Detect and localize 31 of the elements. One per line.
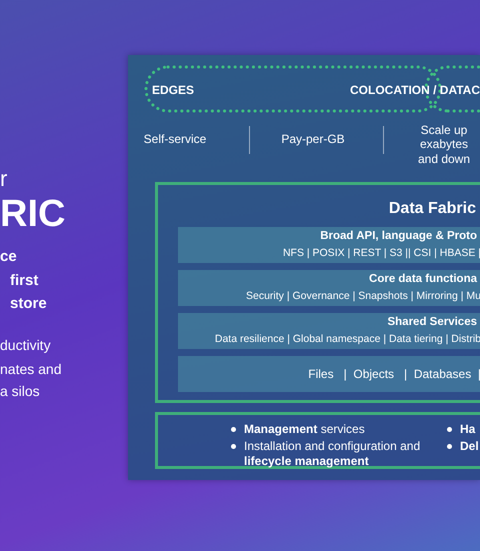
layer-title: Shared Services xyxy=(387,316,477,330)
layer-items: NFS | POSIX | REST | S3 || CSI | HBASE | xyxy=(282,247,480,260)
title-text: RIC xyxy=(0,192,66,237)
heading-text: store xyxy=(10,295,47,313)
heading-text: ce xyxy=(0,248,17,266)
fabric-title: Data Fabric xyxy=(388,199,476,218)
layer-items: Files | Objects | Databases | xyxy=(308,367,480,382)
layer-band xyxy=(178,356,480,392)
platform-panel xyxy=(128,55,480,480)
bullet-text: Del xyxy=(460,439,479,453)
layer-band xyxy=(178,313,480,349)
layer-band xyxy=(178,270,480,306)
loop-label: COLOCATION / DATAC xyxy=(350,83,480,98)
heading-text: nates and xyxy=(0,361,62,378)
layer-title: Core data functiona xyxy=(369,273,477,287)
layer-band xyxy=(178,227,480,263)
feature-text: Scale up exabytes and down xyxy=(416,123,472,166)
bullet-text: Installation and configuration and lifecycle management xyxy=(244,439,420,468)
layer-items: Security | Governance | Snapshots | Mirroring | Mu xyxy=(246,290,480,303)
fabric-box xyxy=(155,182,480,403)
heading-text: first xyxy=(10,272,38,290)
heading-text: ductivity xyxy=(0,337,51,354)
bullet-text: Management services xyxy=(244,422,365,436)
bullet-text: Ha xyxy=(460,422,476,436)
loop-label: EDGES xyxy=(152,83,194,98)
heading-text: r xyxy=(0,166,8,192)
services-box xyxy=(155,412,480,469)
feature-text: Pay-per-GB xyxy=(280,132,346,146)
heading-text: a silos xyxy=(0,383,40,400)
feature-text: Self-service xyxy=(142,132,208,146)
layer-title: Broad API, language & Proto xyxy=(320,230,477,244)
